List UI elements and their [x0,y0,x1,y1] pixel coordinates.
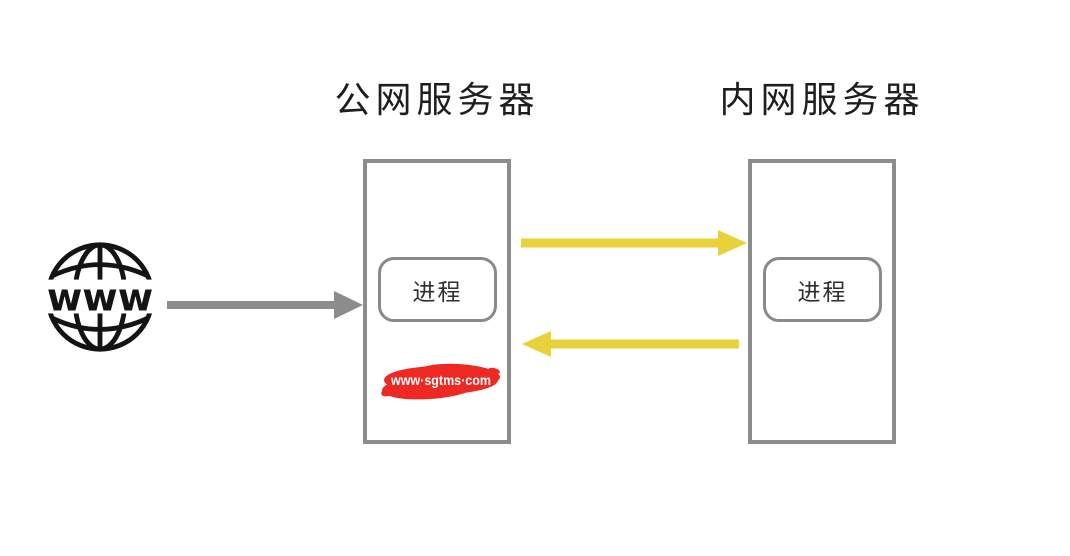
private-to-public-arrow [522,331,739,357]
www-globe-icon: www [42,242,158,352]
watermark: www·sgtms·com [381,363,500,400]
watermark-text: www·sgtms·com [390,372,491,388]
arrow-head [522,331,551,357]
watermark-brush [416,363,500,387]
private-server-box: 进程 [748,159,896,444]
public-process-box: 进程 [378,257,497,322]
watermark-splatter [381,387,395,397]
private-process-label: 进程 [797,278,848,305]
private-server-title: 内网服务器 [719,79,925,120]
public-to-private-arrow [521,230,747,256]
globe-www-label: www [47,276,153,321]
public-process-label: 进程 [412,278,463,305]
arrow-head [334,291,363,319]
watermark-splatter [488,367,500,375]
public-server-box: 进程 www·sgtms·com [363,159,511,444]
globe-equator-band [42,279,158,314]
private-process-box: 进程 [763,257,882,322]
internet-to-public-arrow [167,291,363,319]
public-server-title: 公网服务器 [334,79,540,120]
arrow-head [718,230,747,256]
